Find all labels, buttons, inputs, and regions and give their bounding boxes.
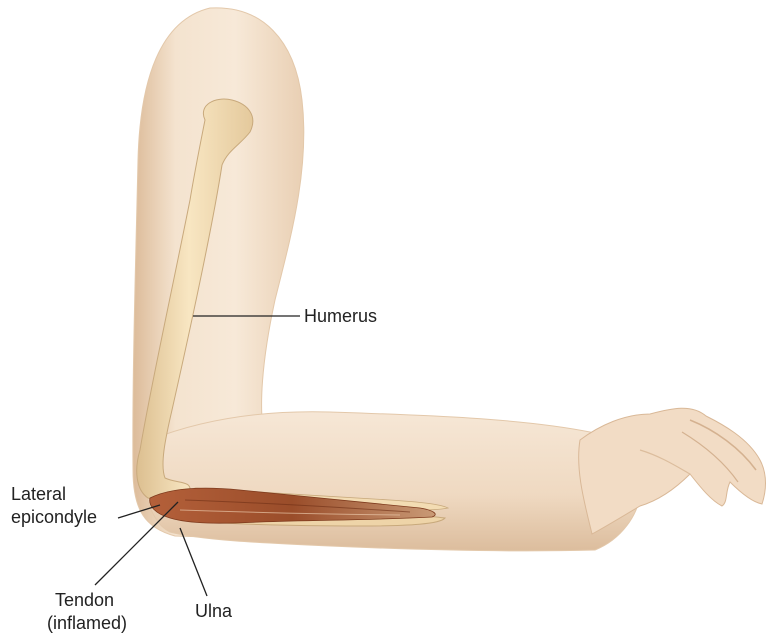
tendon-label-line2: (inflamed) xyxy=(47,613,127,634)
humerus-label: Humerus xyxy=(304,306,377,327)
tendon-leader-line xyxy=(95,502,178,585)
lateral-epicondyle-label-line2: epicondyle xyxy=(11,507,97,528)
ulna-label: Ulna xyxy=(195,601,232,622)
forearm-shape xyxy=(144,412,640,551)
tendon-label-line1: Tendon xyxy=(55,590,114,611)
hand-shape xyxy=(579,408,766,534)
lateral-epicondyle-label-line1: Lateral xyxy=(11,484,66,505)
